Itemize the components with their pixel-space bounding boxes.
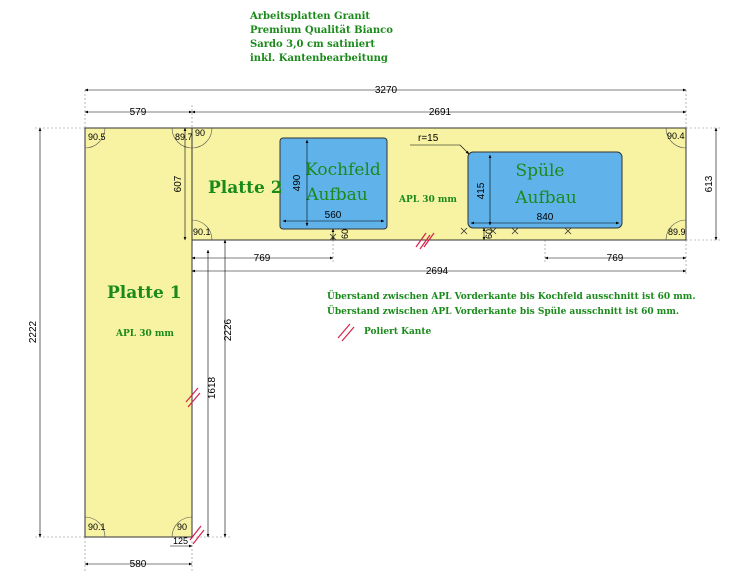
angle-bottom-right-p2: 89.9 — [668, 227, 686, 237]
dim-kochfeld-width: 560 — [325, 210, 342, 221]
dim-kochfeld-front: 60 — [340, 229, 350, 239]
header-line-2: Premium Qualität Bianco — [250, 25, 393, 36]
dim-spuele-front: 60 — [484, 229, 494, 239]
angle-top-left-p2: 90 — [195, 128, 205, 138]
kochfeld-label-2: Aufbau — [305, 185, 368, 205]
angle-top-right-p1: 89.7 — [175, 132, 193, 142]
material-header: Arbeitsplatten Granit Premium Qualität B… — [250, 10, 393, 66]
dim-inner-height: 2226 — [223, 318, 234, 341]
corner-arcs — [84, 127, 687, 538]
note-kochfeld: Überstand zwischen APL Vorderkante bis K… — [327, 292, 696, 302]
dim-p1-bottom: 580 — [130, 559, 147, 570]
dim-radius: r=15 — [418, 133, 439, 144]
dim-p2-depth-left: 607 — [173, 175, 184, 192]
platte-1-label: Platte 1 — [107, 283, 182, 303]
angle-top-right-p2: 90.4 — [667, 131, 685, 141]
angle-inner-corner: 90.1 — [193, 227, 211, 237]
dimension-lines — [38, 88, 718, 566]
platte-2-apl: APL 30 mm — [398, 195, 457, 205]
header-line-3: Sardo 3,0 cm satiniert — [250, 39, 375, 50]
dim-p2-top: 2691 — [429, 107, 452, 118]
spuele-label-2: Aufbau — [514, 188, 577, 208]
platte-2-label: Platte 2 — [208, 178, 283, 198]
dim-spuele-offset: 769 — [607, 253, 624, 264]
dim-kochfeld-offset: 769 — [254, 253, 271, 264]
dim-p2-bottom: 2694 — [426, 266, 449, 277]
dim-kochfeld-height: 490 — [292, 174, 303, 191]
angle-bottom-right: 90 — [177, 522, 187, 532]
polished-edge-marks — [185, 232, 435, 545]
note-spuele: Überstand zwischen APL Vorderkante bis S… — [327, 307, 679, 317]
angle-top-left: 90.5 — [88, 132, 106, 142]
angle-bottom-left: 90.1 — [88, 522, 106, 532]
radius-arrow — [459, 144, 470, 155]
dim-spuele-width: 840 — [537, 212, 554, 223]
polished-edge-legend: Poliert Kante — [364, 327, 431, 337]
kochfeld-label-1: Kochfeld — [305, 160, 381, 180]
header-line-1: Arbeitsplatten Granit — [250, 11, 371, 22]
dim-p1-top: 579 — [130, 107, 147, 118]
dim-p2-depth-right: 613 — [704, 175, 715, 192]
dim-inner-low: 1618 — [207, 376, 218, 399]
header-line-4: inkl. Kantenbearbeitung — [250, 53, 388, 64]
cutout-spuele — [467, 151, 623, 229]
dim-spuele-height: 415 — [476, 182, 487, 199]
dim-total-top: 3270 — [375, 85, 398, 96]
spuele-label-1: Spüle — [516, 161, 565, 181]
platte-1-apl: APL 30 mm — [115, 329, 174, 339]
dim-p1-height: 2222 — [28, 320, 39, 343]
fixing-markers — [329, 227, 572, 241]
dim-small: 125 — [173, 536, 188, 546]
